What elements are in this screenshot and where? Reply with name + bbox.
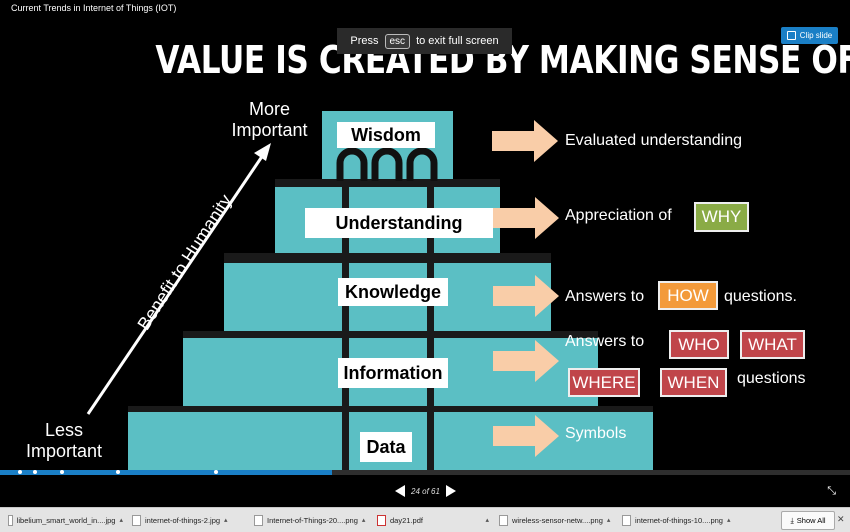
clip-icon: [786, 31, 796, 40]
level-label-data: Data: [360, 432, 412, 462]
download-filename: libelium_smart_world_in....jpg: [16, 515, 116, 525]
fullscreen-hint-rest: to exit full screen: [416, 35, 499, 47]
download-filename: Internet-of-Things-20....png: [267, 515, 358, 525]
previous-slide-icon[interactable]: [395, 485, 405, 497]
download-item[interactable]: wireless-sensor-netw....png ▴: [499, 511, 613, 529]
arches-decoration: [336, 147, 438, 181]
player-controls: 24 of 61 ⤡: [0, 475, 850, 507]
desc-understanding: Appreciation of: [565, 207, 672, 224]
more-important-label: More Important: [231, 99, 308, 140]
desc-knowledge-pre: Answers to: [565, 288, 645, 305]
next-slide-icon[interactable]: [445, 485, 456, 497]
level-label-understanding: Understanding: [305, 208, 493, 238]
tag-where: WHERE: [568, 368, 640, 397]
chevron-up-icon[interactable]: ▴: [485, 517, 489, 524]
tag-when: WHEN: [660, 368, 727, 397]
tag-why: WHY: [694, 202, 749, 232]
less-important-label: Less Important: [25, 420, 103, 461]
desc-wisdom: Evaluated understanding: [565, 132, 743, 149]
exit-fullscreen-icon[interactable]: ⤡: [827, 485, 836, 497]
progress-bar[interactable]: [0, 470, 850, 475]
progress-marker: [60, 470, 64, 474]
progress-fill: [0, 470, 332, 475]
clip-slide-label: Clip slide: [799, 31, 833, 40]
chevron-up-icon[interactable]: ▴: [224, 517, 228, 524]
close-icon[interactable]: ✕: [837, 514, 845, 524]
arrow-data: [493, 415, 559, 457]
arrow-understanding: [493, 197, 559, 239]
fullscreen-hint-press: Press: [350, 35, 379, 47]
download-icon: ⤓: [790, 515, 794, 525]
arrow-knowledge: [493, 275, 559, 317]
tier-gap: [128, 406, 653, 412]
image-file-icon: [499, 514, 508, 526]
chevron-up-icon[interactable]: ▴: [119, 517, 123, 524]
level-label-information: Information: [338, 358, 448, 388]
level-label-wisdom: Wisdom: [337, 122, 435, 148]
show-all-label: Show All: [796, 516, 826, 525]
download-item[interactable]: internet-of-things-2.jpg ▴: [132, 511, 244, 529]
show-all-button[interactable]: ⤓ Show All: [781, 511, 835, 530]
progress-marker: [33, 470, 37, 474]
download-item[interactable]: Internet-of-Things-20....png ▴: [254, 511, 368, 529]
desc-information-pre: Answers to: [565, 333, 645, 350]
fullscreen-hint: Press esc to exit full screen: [337, 28, 512, 54]
download-filename: internet-of-things-2.jpg: [145, 515, 221, 525]
arrow-wisdom: [492, 120, 558, 162]
download-item[interactable]: libelium_smart_world_in....jpg ▴: [8, 511, 123, 529]
download-item[interactable]: internet-of-things-10....png ▴: [622, 511, 736, 529]
progress-marker: [18, 470, 22, 474]
downloads-bar: libelium_smart_world_in....jpg ▴ interne…: [0, 507, 850, 532]
download-filename: wireless-sensor-netw....png: [512, 515, 603, 525]
clip-slide-button[interactable]: Clip slide: [781, 27, 838, 44]
image-file-icon: [132, 514, 141, 526]
arrow-information: [493, 340, 559, 382]
desc-data: Symbols: [565, 425, 627, 442]
slide-navigation: 24 of 61: [395, 485, 456, 497]
tag-who: WHO: [669, 330, 729, 359]
tier-gap: [275, 179, 500, 187]
window-title: Current Trends in Internet of Things (IO…: [11, 3, 177, 13]
pyramid-column-gap: [427, 180, 434, 470]
desc-knowledge-post: questions.: [724, 288, 797, 305]
progress-marker: [214, 470, 218, 474]
chevron-up-icon[interactable]: ▴: [726, 517, 731, 524]
esc-key: esc: [384, 33, 411, 49]
download-filename: internet-of-things-10....png: [635, 515, 723, 525]
image-file-icon: [622, 514, 631, 526]
level-label-knowledge: Knowledge: [338, 278, 448, 306]
page-indicator: 24 of 61: [411, 486, 440, 496]
tag-how: HOW: [658, 281, 718, 310]
download-filename: day21.pdf: [390, 515, 423, 525]
pyramid-column-gap: [342, 180, 349, 470]
chevron-up-icon[interactable]: ▴: [361, 517, 366, 524]
slide-stage: Current Trends in Internet of Things (IO…: [11, 3, 850, 470]
pdf-file-icon: [377, 514, 386, 526]
chevron-up-icon[interactable]: ▴: [606, 517, 611, 524]
image-file-icon: [8, 514, 13, 526]
download-item[interactable]: day21.pdf ▴: [377, 511, 489, 529]
image-file-icon: [254, 514, 263, 526]
benefit-axis-arrow: [86, 143, 271, 415]
tier-gap: [224, 253, 551, 263]
progress-marker: [116, 470, 120, 474]
tier-gap: [183, 331, 598, 338]
tag-what: WHAT: [740, 330, 805, 359]
desc-information-post: questions: [737, 370, 806, 387]
